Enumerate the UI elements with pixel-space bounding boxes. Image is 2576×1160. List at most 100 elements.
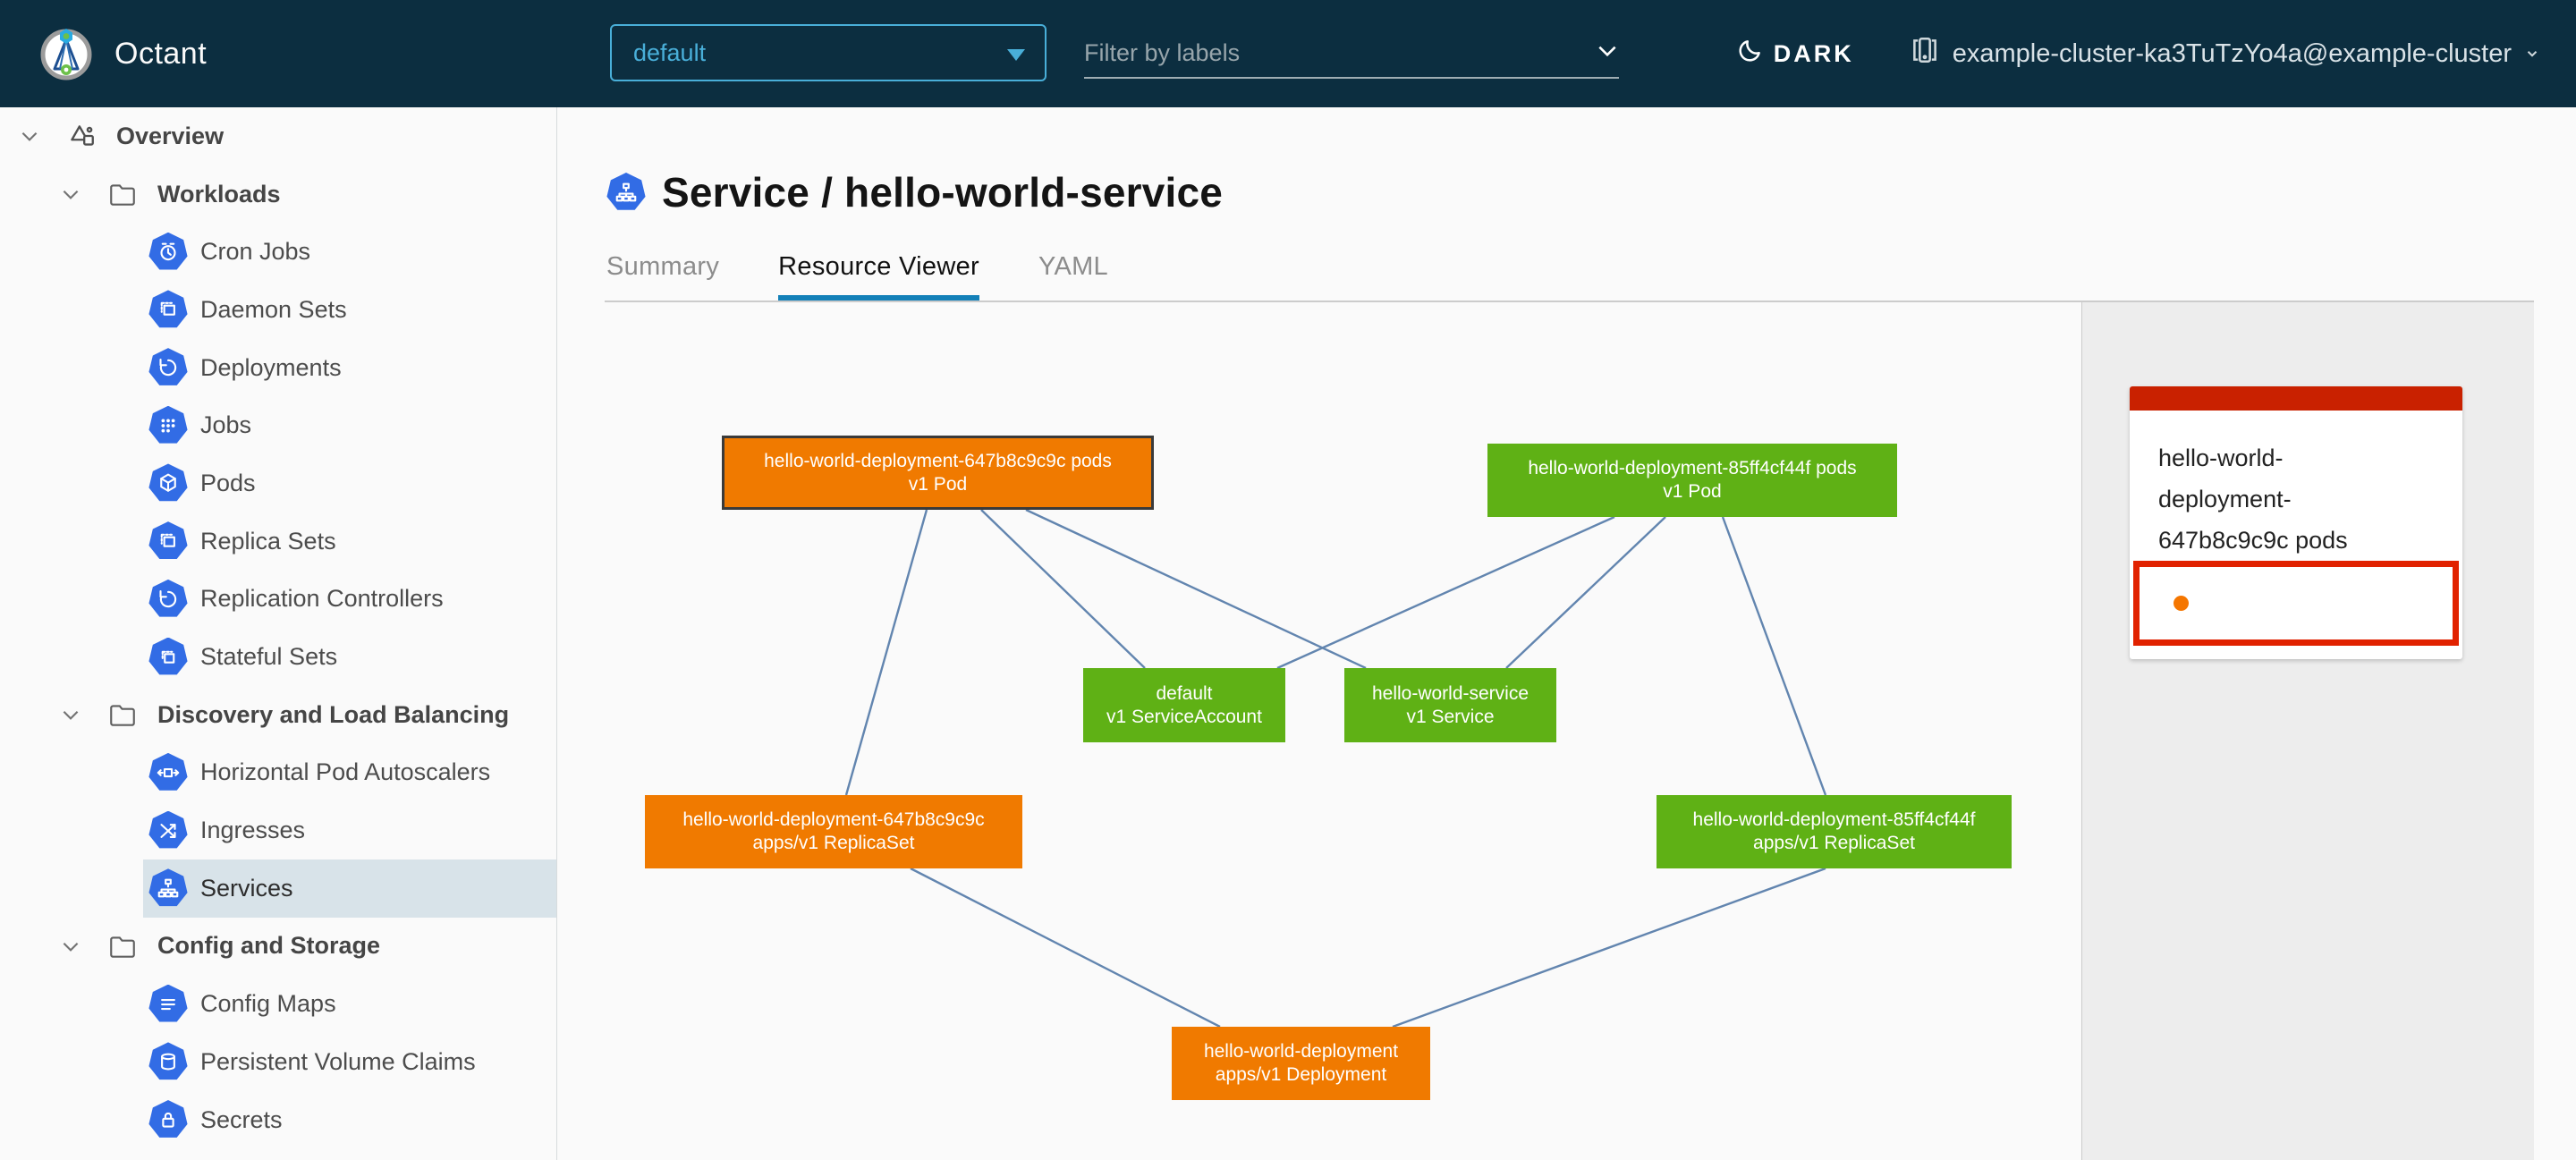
services-icon — [148, 868, 188, 907]
page-head: Service / hello-world-service — [606, 168, 1223, 216]
tab-resource-viewer[interactable]: Resource Viewer — [778, 252, 979, 302]
chevron-down-icon[interactable] — [59, 182, 82, 206]
graph-node-label: hello-world-deployment — [1203, 1041, 1399, 1062]
label-filter-input[interactable] — [1084, 38, 1596, 67]
theme-toggle[interactable]: DARK — [1736, 38, 1854, 71]
sidebar-item-services[interactable]: Services — [0, 859, 556, 918]
statefulsets-icon — [148, 637, 188, 675]
graph-edge — [1392, 867, 1826, 1029]
overview-icon — [66, 121, 97, 151]
folder-icon — [107, 699, 138, 730]
sidebar-item-label: Daemon Sets — [200, 295, 347, 323]
sidebar-item-label: Services — [200, 874, 293, 902]
graph-node-replicaset-647b8c9c9c[interactable]: hello-world-deployment-647b8c9c9c apps/v1… — [645, 795, 1022, 868]
graph-node-label: apps/v1 ReplicaSet — [1753, 833, 1915, 853]
sidebar-item-horizontal-pod-autoscalers[interactable]: Horizontal Pod Autoscalers — [0, 744, 556, 802]
tabs-divider — [605, 301, 2534, 302]
graph-edge — [1276, 515, 1615, 670]
card-status-bar — [2130, 386, 2462, 411]
sidebar-item-label: Replica Sets — [200, 527, 336, 555]
sidebar-item-label: Config and Storage — [157, 932, 380, 960]
graph-edge — [1025, 508, 1367, 670]
right-margin — [2535, 302, 2576, 1160]
pvc-icon — [148, 1042, 188, 1080]
sidebar-item-label: Discovery and Load Balancing — [157, 700, 510, 728]
sidebar-item-label: Overview — [116, 122, 225, 149]
sidebar-item-daemon-sets[interactable]: Daemon Sets — [0, 281, 556, 339]
sidebar-item-label: Pods — [200, 469, 256, 496]
tab-summary[interactable]: Summary — [606, 252, 720, 281]
status-box — [2133, 561, 2459, 646]
sidebar-item-pods[interactable]: Pods — [0, 454, 556, 512]
chevron-down-icon[interactable] — [1596, 39, 1619, 67]
chevron-down-icon[interactable] — [18, 124, 41, 148]
tab-yaml[interactable]: YAML — [1038, 252, 1108, 281]
sidebar-item-label: Persistent Volume Claims — [200, 1047, 476, 1075]
sidebar-item-replica-sets[interactable]: Replica Sets — [0, 512, 556, 571]
sidebar-item-secrets[interactable]: Secrets — [0, 1091, 556, 1149]
cronjobs-icon — [148, 232, 188, 270]
caret-down-icon — [1007, 49, 1025, 61]
cluster-switcher-label: example-cluster-ka3TuTzYo4a@example-clus… — [1952, 38, 2512, 68]
graph-node-label: hello-world-deployment-647b8c9c9c — [682, 809, 985, 830]
graph-node-label: v1 Service — [1406, 706, 1495, 727]
chevron-down-icon[interactable] — [59, 935, 82, 958]
replicationcontrollers-icon — [148, 579, 188, 617]
graph-node-label: hello-world-deployment-85ff4cf44f pods — [1528, 458, 1857, 478]
graph-node-label: apps/v1 Deployment — [1215, 1064, 1387, 1085]
folder-icon — [107, 931, 138, 961]
sidebar-item-stateful-sets[interactable]: Stateful Sets — [0, 628, 556, 686]
label-filter[interactable] — [1084, 29, 1619, 79]
cluster-switcher[interactable]: example-cluster-ka3TuTzYo4a@example-clus… — [1910, 35, 2540, 72]
graph-node-label: apps/v1 ReplicaSet — [752, 833, 915, 853]
graph-edge — [980, 509, 1146, 669]
theme-toggle-label: DARK — [1773, 39, 1854, 67]
chevron-down-icon[interactable] — [59, 703, 82, 726]
sidebar-item-persistent-volume-claims[interactable]: Persistent Volume Claims — [0, 1033, 556, 1091]
sidebar-item-cron-jobs[interactable]: Cron Jobs — [0, 223, 556, 281]
graph-edge — [844, 509, 928, 796]
sidebar-item-label: Secrets — [200, 1105, 283, 1133]
namespace-dropdown[interactable]: default — [610, 24, 1046, 81]
graph-edges — [844, 508, 1827, 1029]
tab-bar: Summary Resource Viewer YAML — [606, 252, 1167, 302]
selected-node-card[interactable]: hello-world-deployment-647b8c9c9c pods — [2130, 386, 2462, 659]
sidebar-item-config-maps[interactable]: Config Maps — [0, 975, 556, 1033]
detail-panel: hello-world-deployment-647b8c9c9c pods — [2081, 302, 2534, 1160]
sidebar-item-config-and-storage[interactable]: Config and Storage — [0, 918, 556, 976]
sidebar-item-discovery-and-load-balancing[interactable]: Discovery and Load Balancing — [0, 686, 556, 744]
app-header: Octant default DARK — [0, 0, 2576, 107]
graph-node-label: v1 ServiceAccount — [1106, 706, 1262, 727]
secrets-icon — [148, 1100, 188, 1138]
sidebar-item-label: Replication Controllers — [200, 585, 444, 613]
configmaps-icon — [148, 984, 188, 1022]
moon-icon — [1736, 38, 1763, 71]
sidebar-item-ingresses[interactable]: Ingresses — [0, 801, 556, 859]
replicasets-icon — [148, 521, 188, 559]
sidebar-item-replication-controllers[interactable]: Replication Controllers — [0, 571, 556, 629]
sidebar-item-deployments[interactable]: Deployments — [0, 339, 556, 397]
sidebar-item-label: Stateful Sets — [200, 643, 338, 671]
sidebar-item-label: Cron Jobs — [200, 238, 311, 266]
hpa-icon — [148, 752, 188, 791]
app-title: Octant — [114, 36, 208, 71]
sidebar-item-jobs[interactable]: Jobs — [0, 396, 556, 454]
deployments-icon — [148, 348, 188, 385]
sidebar-item-label: Jobs — [200, 411, 252, 439]
sidebar-item-workloads[interactable]: Workloads — [0, 165, 556, 224]
status-dot — [2174, 596, 2189, 611]
octant-logo-icon — [38, 25, 95, 82]
jobs-icon — [148, 405, 188, 444]
graph-edge — [910, 867, 1221, 1029]
namespace-dropdown-value: default — [633, 38, 707, 66]
service-icon — [606, 173, 646, 210]
sidebar-item-overview[interactable]: Overview — [0, 107, 556, 165]
